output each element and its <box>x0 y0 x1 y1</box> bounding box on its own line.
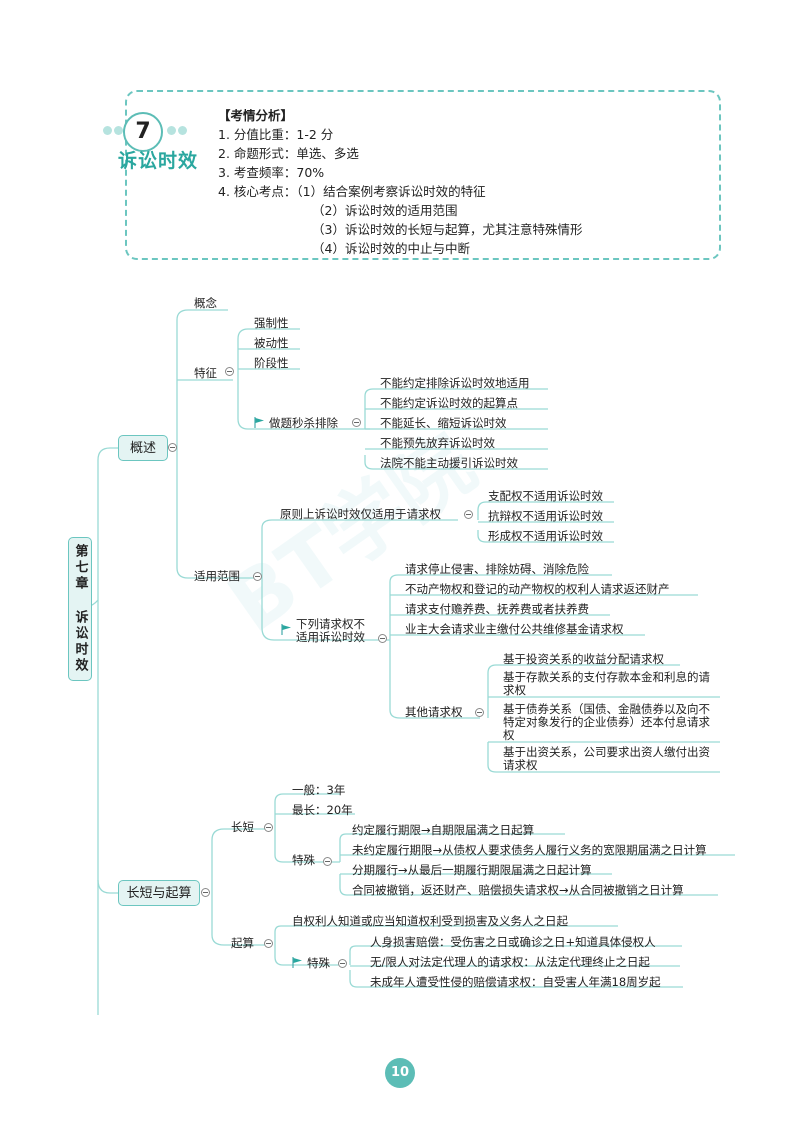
analysis-line: （3）诉讼时效的长短与起算，尤其注意特殊情形 <box>312 222 583 237</box>
leaf-item: 请求支付赡养费、抚养费或者扶养费 <box>405 602 589 616</box>
collapse-icon[interactable] <box>352 418 361 427</box>
leaf-item: 不能预先放弃诉讼时效 <box>380 436 495 450</box>
collapse-icon[interactable] <box>264 939 273 948</box>
leaf-item: 最长：20年 <box>292 803 353 817</box>
collapse-icon[interactable] <box>338 959 347 968</box>
analysis-line: （4）诉讼时效的中止与中断 <box>312 241 470 256</box>
leaf-item: 约定履行期限→自期限届满之日起算 <box>352 823 535 837</box>
node-length-special: 特殊 <box>292 853 315 867</box>
analysis-line: 4. 核心考点：（1）结合案例考察诉讼时效的特征 <box>218 184 486 199</box>
start-special-label: 特殊 <box>307 956 330 970</box>
node-quick-exclusion: 做题秒杀排除 <box>254 416 338 430</box>
leaf-item: 不能延长、缩短诉讼时效 <box>380 416 507 430</box>
leaf-item: 基于出资关系，公司要求出资人缴付出资请求权 <box>503 745 710 772</box>
leaf-item: 支配权不适用诉讼时效 <box>488 489 603 503</box>
analysis-line: 1. 分值比重：1-2 分 <box>218 127 334 142</box>
leaf-item: 基于债券关系（国债、金融债券以及向不特定对象发行的企业债券）还本付息请求权 <box>503 702 710 742</box>
analysis-heading: 【考情分析】 <box>218 108 294 123</box>
badge-dot <box>103 126 112 135</box>
node-other-claims: 其他请求权 <box>405 705 463 719</box>
leaf-item: 未成年人遭受性侵的赔偿请求权：自受害人年满18周岁起 <box>370 975 661 989</box>
node-features: 特征 <box>194 366 217 380</box>
node-concept: 概念 <box>194 296 217 310</box>
leaf-item: 基于存款关系的支付存款本金和利息的请求权 <box>503 670 710 697</box>
leaf-item: 被动性 <box>254 336 289 350</box>
leaf-item: 基于投资关系的收益分配请求权 <box>503 652 664 666</box>
analysis-line: 3. 考查频率：70% <box>218 165 325 180</box>
collapse-icon[interactable] <box>323 857 332 866</box>
leaf-item: 阶段性 <box>254 356 289 370</box>
chapter-number: 7 <box>123 112 163 152</box>
chapter-title: 诉讼时效 <box>118 150 199 172</box>
node-start-special: 特殊 <box>292 956 330 970</box>
collapse-icon[interactable] <box>475 708 484 717</box>
leaf-item: 合同被撤销，返还财产、赔偿损失请求权→从合同被撤销之日计算 <box>352 883 684 897</box>
node-start: 起算 <box>231 936 254 950</box>
collapse-icon[interactable] <box>378 634 387 643</box>
analysis-block: 【考情分析】 1. 分值比重：1-2 分 2. 命题形式：单选、多选 3. 考查… <box>212 106 582 258</box>
leaf-item: 无/限人对法定代理人的请求权：从法定代理终止之日起 <box>370 955 650 969</box>
collapse-icon[interactable] <box>253 572 262 581</box>
leaf-item: 分期履行→从最后一期履行期限届满之日起计算 <box>352 863 592 877</box>
page-number: 10 <box>385 1058 415 1088</box>
leaf-item: 未约定履行期限→从债权人要求债务人履行义务的宽限期届满之日计算 <box>352 843 707 857</box>
node-length: 长短 <box>231 820 254 834</box>
leaf-item: 形成权不适用诉讼时效 <box>488 529 603 543</box>
root-node: 第七章 诉讼时效 <box>68 537 92 681</box>
quick-exclusion-label: 做题秒杀排除 <box>269 416 338 430</box>
node-scope: 适用范围 <box>194 569 240 583</box>
collapse-icon[interactable] <box>264 823 273 832</box>
flag-icon <box>292 957 302 968</box>
leaf-item: 抗辩权不适用诉讼时效 <box>488 509 603 523</box>
leaf-item: 不动产物权和登记的动产物权的权利人请求返还财产 <box>405 582 670 596</box>
leaf-item: 请求停止侵害、排除妨碍、消除危险 <box>405 562 589 576</box>
leaf-item: 一般：3年 <box>292 783 346 797</box>
leaf-item: 不能约定排除诉讼时效地适用 <box>380 376 530 390</box>
leaf-item: 业主大会请求业主缴付公共维修基金请求权 <box>405 622 624 636</box>
collapse-icon[interactable] <box>225 367 234 376</box>
leaf-item: 自权利人知道或应当知道权利受到损害及义务人之日起 <box>292 914 568 928</box>
badge-dot <box>167 126 176 135</box>
leaf-item: 法院不能主动援引诉讼时效 <box>380 456 518 470</box>
collapse-icon[interactable] <box>201 888 210 897</box>
node-exceptions: 下列请求权不适用诉讼时效 <box>296 617 365 644</box>
collapse-icon[interactable] <box>464 510 473 519</box>
collapse-icon[interactable] <box>168 443 177 452</box>
badge-dot <box>178 126 187 135</box>
node-principle: 原则上诉讼时效仅适用于请求权 <box>280 507 441 521</box>
flag-icon <box>281 624 291 635</box>
exam-analysis-card <box>125 90 721 260</box>
leaf-item: 强制性 <box>254 316 289 330</box>
badge-dot <box>114 126 123 135</box>
chapter-badge: 7 <box>103 106 203 170</box>
flag-icon <box>254 417 264 428</box>
leaf-item: 不能约定诉讼时效的起算点 <box>380 396 518 410</box>
analysis-line: 2. 命题形式：单选、多选 <box>218 146 359 161</box>
node-length-start: 长短与起算 <box>118 880 200 906</box>
node-overview: 概述 <box>118 435 168 461</box>
leaf-item: 人身损害赔偿：受伤害之日或确诊之日+知道具体侵权人 <box>370 935 656 949</box>
analysis-line: （2）诉讼时效的适用范围 <box>312 203 458 218</box>
